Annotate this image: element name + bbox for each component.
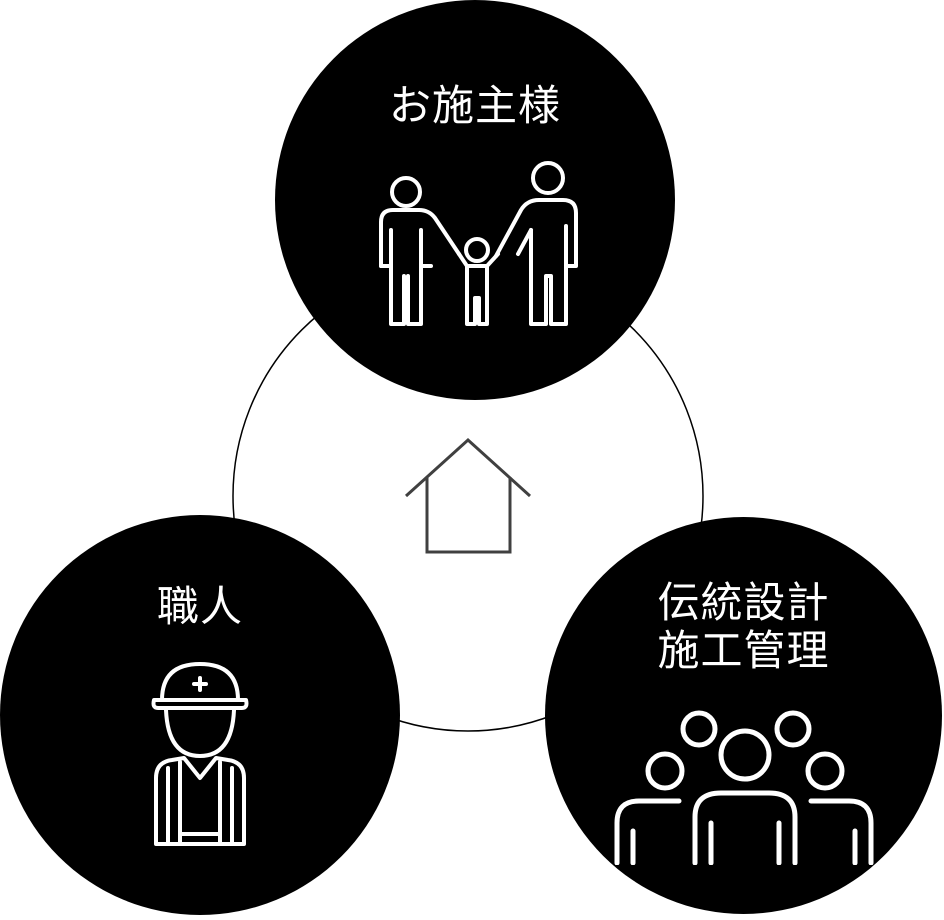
node-client: お施主様: [275, 0, 675, 400]
node-design-label-line-1: 伝統設計: [657, 578, 830, 627]
house-icon: [404, 437, 532, 554]
node-craftsman: 職人: [0, 515, 400, 915]
node-design-label: 伝統設計 施工管理: [545, 579, 942, 675]
team-group-icon: [614, 710, 874, 865]
family-icon: [379, 161, 578, 326]
node-craftsman-label: 職人: [156, 582, 243, 631]
node-design-label-line-2: 施工管理: [657, 626, 830, 675]
construction-worker-icon: [151, 662, 249, 846]
node-client-label: お施主様: [388, 81, 561, 130]
node-design: 伝統設計 施工管理: [545, 517, 942, 914]
